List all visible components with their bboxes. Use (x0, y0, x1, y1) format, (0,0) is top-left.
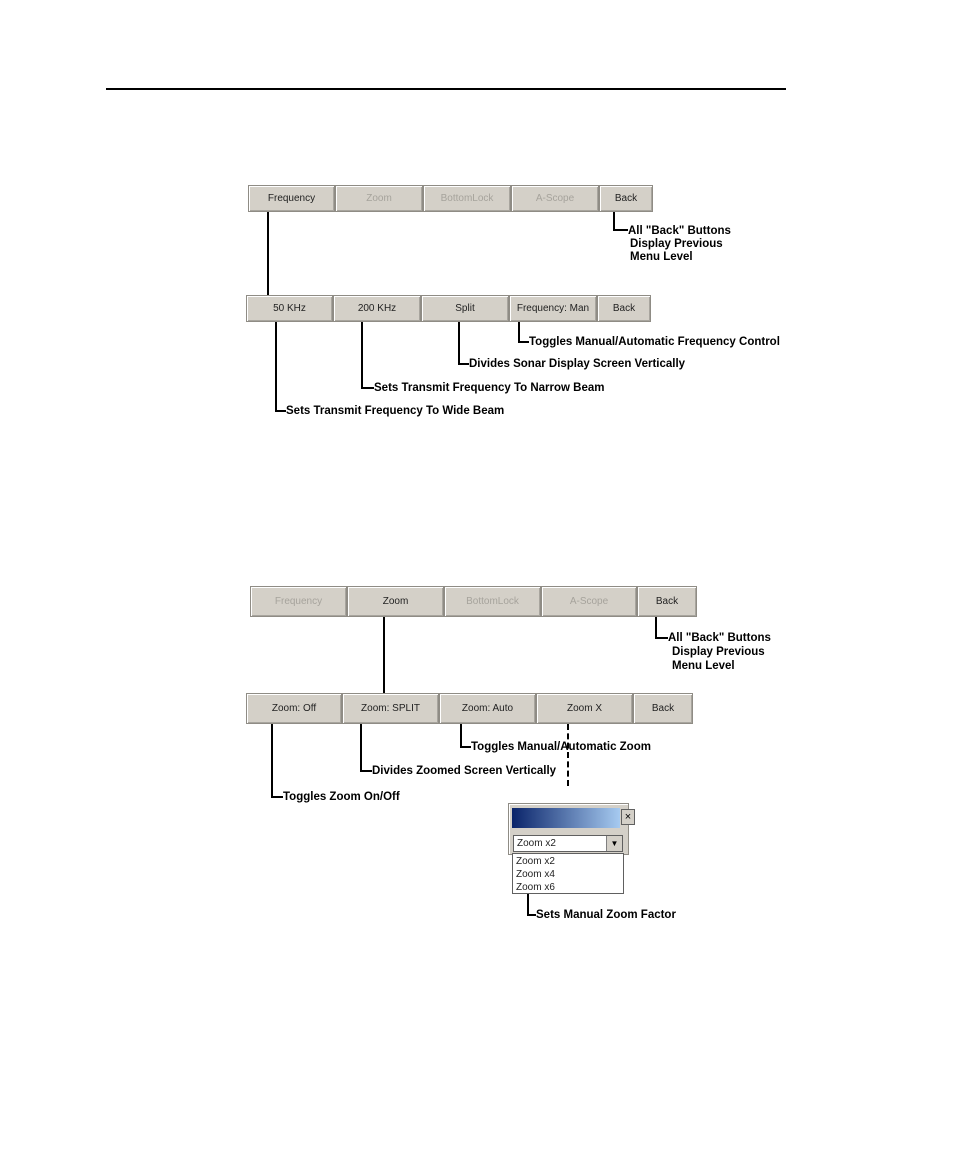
zoom-option-x2[interactable]: Zoom x2 (516, 856, 555, 867)
sub-back-button[interactable]: Back (633, 693, 693, 724)
zoom-button[interactable]: Zoom (347, 586, 444, 617)
zoom-option-x6[interactable]: Zoom x6 (516, 882, 555, 893)
50khz-button[interactable]: 50 KHz (246, 295, 333, 322)
back-leader-horizontal (655, 637, 668, 639)
zoom-off-leader-vertical (271, 724, 273, 798)
200khz-button[interactable]: 200 KHz (333, 295, 421, 322)
back-note-line-3: Menu Level (672, 660, 735, 672)
zoom-auto-button[interactable]: Zoom: Auto (439, 693, 536, 724)
zoom-auto-leader-horizontal (460, 746, 471, 748)
zoom-x-button[interactable]: Zoom X (536, 693, 633, 724)
header-rule (106, 88, 786, 90)
frequency-man-button[interactable]: Frequency: Man (509, 295, 597, 322)
50khz-leader-vertical (275, 322, 277, 412)
zoom-factor-leader-horizontal (527, 914, 536, 916)
back-note-line-2: Display Previous (672, 646, 765, 658)
close-icon[interactable]: × (621, 809, 635, 825)
freq-man-leader-vertical (518, 322, 520, 343)
zoom-button[interactable]: Zoom (335, 185, 423, 212)
zoom-connector (383, 617, 385, 693)
bottomlock-button[interactable]: BottomLock (423, 185, 511, 212)
a-scope-button[interactable]: A-Scope (541, 586, 637, 617)
frequency-connector (267, 212, 269, 295)
split-callout: Divides Sonar Display Screen Vertically (469, 358, 686, 370)
frequency-button[interactable]: Frequency (248, 185, 335, 212)
50khz-leader-horizontal (275, 410, 286, 412)
frequency-button[interactable]: Frequency (250, 586, 347, 617)
a-scope-button[interactable]: A-Scope (511, 185, 599, 212)
zoom-auto-leader-vertical (460, 724, 462, 748)
zoom-auto-callout: Toggles Manual/Automatic Zoom (471, 741, 651, 753)
zoom-split-leader-vertical (360, 724, 362, 772)
zoom-split-callout: Divides Zoomed Screen Vertically (372, 765, 557, 777)
freq-man-leader-horizontal (518, 341, 529, 343)
zoom-off-button[interactable]: Zoom: Off (246, 693, 342, 724)
split-button[interactable]: Split (421, 295, 509, 322)
200khz-leader-vertical (361, 322, 363, 389)
zoom-off-leader-horizontal (271, 796, 283, 798)
zoom-factor-leader-vertical (527, 894, 529, 916)
zoom-option-x4[interactable]: Zoom x4 (516, 869, 555, 880)
zoom-off-callout: Toggles Zoom On/Off (283, 791, 400, 803)
zoom-factor-callout: Sets Manual Zoom Factor (536, 909, 676, 921)
zoom-factor-select[interactable]: Zoom x2 ▼ (513, 835, 623, 852)
freq-man-callout: Toggles Manual/Automatic Frequency Contr… (529, 336, 780, 348)
zoom-factor-selected: Zoom x2 (517, 838, 556, 849)
zoom-split-button[interactable]: Zoom: SPLIT (342, 693, 439, 724)
back-button[interactable]: Back (637, 586, 697, 617)
50khz-callout: Sets Transmit Frequency To Wide Beam (286, 405, 505, 417)
zoom-split-leader-horizontal (360, 770, 372, 772)
zoom-menu-diagram: Frequency Zoom BottomLock A-Scope Back A… (240, 580, 788, 925)
back-leader-horizontal (613, 229, 628, 231)
bottomlock-button[interactable]: BottomLock (444, 586, 541, 617)
split-leader-vertical (458, 322, 460, 365)
split-leader-horizontal (458, 363, 469, 365)
back-note-line-1: All "Back" Buttons (628, 225, 731, 237)
200khz-callout: Sets Transmit Frequency To Narrow Beam (374, 382, 605, 394)
zoom-factor-options: Zoom x2 Zoom x4 Zoom x6 (512, 853, 624, 894)
back-note-line-1: All "Back" Buttons (668, 632, 771, 644)
back-note-line-3: Menu Level (630, 251, 693, 263)
zoom-factor-dialog: × Zoom x2 ▼ (508, 803, 635, 855)
200khz-leader-horizontal (361, 387, 374, 389)
back-button[interactable]: Back (599, 185, 653, 212)
back-leader-vertical (655, 617, 657, 639)
back-note-line-2: Display Previous (630, 238, 723, 250)
sub-back-button[interactable]: Back (597, 295, 651, 322)
chevron-down-icon[interactable]: ▼ (606, 836, 622, 851)
zoom-x-dashed-leader (567, 724, 569, 786)
frequency-menu-diagram: Frequency Zoom BottomLock A-Scope Back A… (240, 178, 788, 430)
back-leader-vertical (613, 212, 615, 231)
dialog-title-bar[interactable] (512, 808, 620, 828)
